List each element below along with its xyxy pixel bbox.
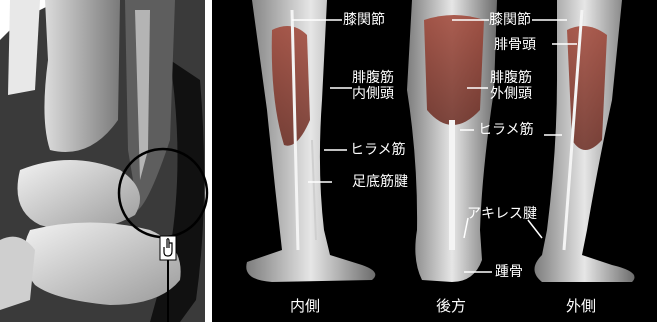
label-gastrocnemius-medial-1: 腓腹筋	[352, 70, 394, 86]
label-calcaneus: 踵骨	[495, 264, 523, 280]
label-knee-joint-medial: 膝関節	[343, 12, 385, 28]
label-achilles-tendon: アキレス腱	[467, 206, 537, 222]
label-gastrocnemius-medial-2: 内側頭	[352, 86, 394, 102]
label-fibular-head: 腓骨頭	[494, 37, 536, 53]
caption-medial: 内側	[290, 298, 320, 314]
ankle-closeup-panel	[0, 0, 210, 322]
medial-leg	[246, 0, 375, 282]
lateral-leg	[535, 0, 635, 282]
label-soleus-medial: ヒラメ筋	[350, 142, 406, 158]
label-knee-joint-lateral: 膝関節	[489, 12, 531, 28]
pointing-hand-icon	[159, 235, 177, 261]
label-gastrocnemius-lateral-1: 腓腹筋	[490, 70, 532, 86]
caption-lateral: 外側	[566, 298, 596, 314]
ankle-closeup-illustration	[0, 0, 210, 322]
posterior-leg	[407, 0, 497, 282]
caption-posterior: 後方	[436, 298, 466, 314]
leg-views-panel: 膝関節 膝関節 腓骨頭 腓腹筋 内側頭 腓腹筋 外側頭 ヒラメ筋 ヒラメ筋 足底…	[212, 0, 657, 322]
label-plantaris-tendon: 足底筋腱	[352, 174, 408, 190]
leg-anatomy-illustration	[212, 0, 657, 322]
label-gastrocnemius-lateral-2: 外側頭	[490, 86, 532, 102]
label-soleus-lateral: ヒラメ筋	[478, 122, 534, 138]
